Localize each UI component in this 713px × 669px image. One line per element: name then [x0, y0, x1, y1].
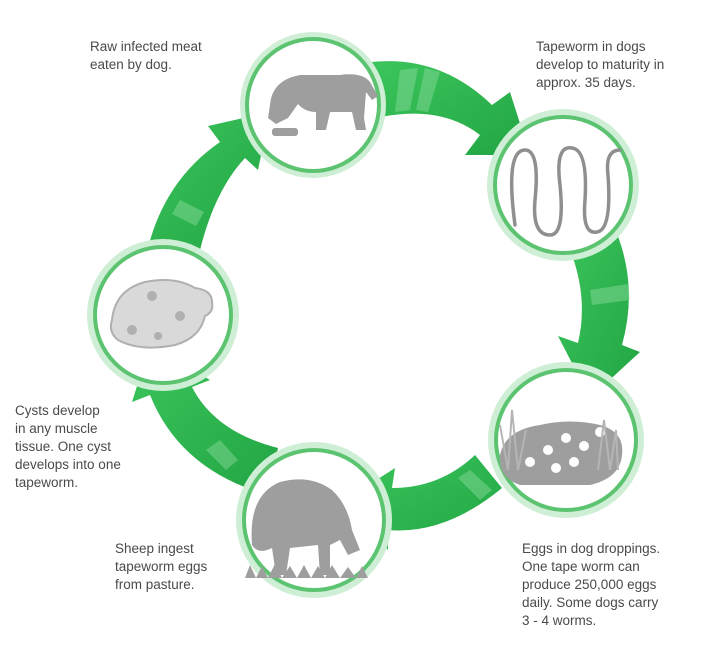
meat-with-cysts-icon: [109, 279, 214, 349]
arrow-dog-to-tapeworm: [372, 61, 530, 155]
arrow-tapeworm-to-droppings: [558, 220, 640, 398]
arrow-highlights: [172, 68, 630, 500]
caption-dog-eating: Raw infected meat eaten by dog.: [90, 39, 202, 72]
node-tapeworm: [487, 109, 639, 261]
node-dog-eating: [240, 32, 386, 178]
caption-eggs-in-droppings: Eggs in dog droppings. One tape worm can…: [522, 541, 661, 628]
node-sheep: [236, 442, 392, 598]
tapeworm-icon: [509, 146, 622, 237]
caption-sheep-ingest: Sheep ingest tapeworm eggs from pasture.: [115, 541, 208, 592]
dog-droppings-icon: [499, 409, 623, 485]
caption-cysts-develop: Cysts develop in any muscle tissue. One …: [15, 403, 121, 490]
node-droppings: [488, 362, 644, 518]
node-meat: [87, 239, 239, 391]
grazing-sheep-icon: [245, 479, 368, 578]
arrow-cysts-to-dog: [148, 112, 270, 250]
dog-eating-icon: [268, 74, 378, 136]
caption-tapeworm-maturity: Tapeworm in dogs develop to maturity in …: [536, 39, 665, 90]
